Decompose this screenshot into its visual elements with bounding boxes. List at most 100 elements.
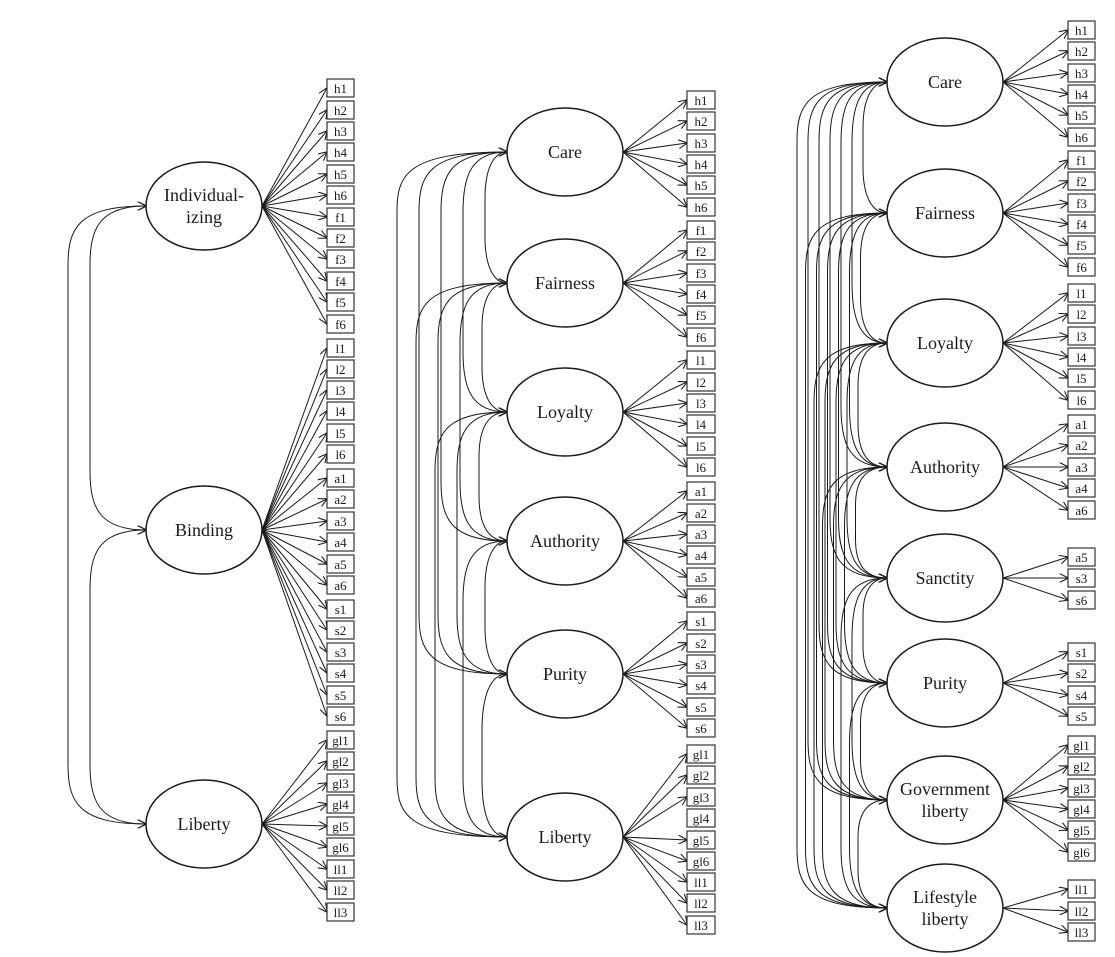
indicator-gl3: gl3 <box>622 787 716 838</box>
indicator-box <box>1067 235 1096 255</box>
indicator-box <box>686 872 716 892</box>
loading-arrow-loyalty-l6 <box>622 411 687 467</box>
indicator-box <box>326 121 355 141</box>
indicator-box <box>326 338 355 358</box>
covariance-care-fairness <box>484 152 507 283</box>
covariance-loyalty-purity <box>835 343 887 683</box>
indicator-box <box>1067 706 1096 726</box>
indicator-box <box>1067 500 1096 520</box>
indicator-s2: s2 <box>261 529 355 640</box>
indicator-label: l2 <box>335 362 345 377</box>
loading-arrow-purity-s2 <box>1002 673 1068 684</box>
indicator-a1: a1 <box>622 481 716 542</box>
latent-label: Sanctity <box>916 568 975 588</box>
indicator-h2: h2 <box>261 100 355 207</box>
indicator-label: s2 <box>1076 666 1088 681</box>
indicator-h3: h3 <box>1002 63 1096 83</box>
indicator-label: f6 <box>1076 260 1087 275</box>
indicator-l2: l2 <box>1002 304 1096 344</box>
loading-arrow-binding-l3 <box>261 390 327 531</box>
loading-arrow-individualizing-h4 <box>261 152 327 207</box>
indicator-h3: h3 <box>261 121 355 207</box>
loading-arrow-fairness-f3 <box>622 273 687 284</box>
indicator-box <box>326 773 355 793</box>
indicator-box <box>686 588 716 608</box>
indicator-label: h4 <box>334 145 348 160</box>
indicator-f6: f6 <box>1002 212 1096 277</box>
indicator-box <box>686 697 716 717</box>
indicator-box <box>1067 150 1096 170</box>
latent-label: Liberty <box>178 814 231 834</box>
indicator-label: h5 <box>1075 108 1088 123</box>
loading-arrow-purity-s2 <box>622 643 687 675</box>
indicator-l6: l6 <box>622 411 716 477</box>
indicator-box <box>686 633 716 653</box>
covariance-sanctity-purity <box>862 578 887 683</box>
covariance-care-loyalty <box>851 82 887 343</box>
latent-label: Loyalty <box>917 333 973 353</box>
latent-liberty: Liberty <box>506 792 624 882</box>
indicator-gl1: gl1 <box>1002 735 1096 801</box>
loading-arrow-individualizing-h6 <box>261 195 327 207</box>
loading-arrow-loyalty-l5 <box>622 411 687 446</box>
indicator-label: gl6 <box>332 840 349 855</box>
indicator-label: f5 <box>696 308 707 323</box>
indicator-label: gl1 <box>332 733 349 748</box>
indicator-l3: l3 <box>1002 326 1096 346</box>
indicator-ll1: ll1 <box>622 836 716 892</box>
indicator-box <box>326 902 355 922</box>
covariance-fairness-sanctity <box>838 213 888 578</box>
latent-label: Individual- <box>164 185 244 205</box>
indicator-label: gl6 <box>1073 845 1090 860</box>
indicator-s1: s1 <box>622 611 716 675</box>
loading-arrow-binding-a1 <box>261 478 327 531</box>
latent-label: liberty <box>922 801 969 821</box>
indicator-f5: f5 <box>1002 212 1096 255</box>
loading-arrow-loyalty-l1 <box>622 360 687 413</box>
loading-arrow-government-liberty-gl4 <box>1002 799 1068 809</box>
loading-arrow-binding-l2 <box>261 369 327 531</box>
covariance-fairness-authority <box>849 213 888 467</box>
indicator-label: s3 <box>695 657 707 672</box>
indicator-label: s6 <box>335 709 347 724</box>
loading-arrow-sanctity-a5 <box>1002 557 1068 579</box>
indicator-label: f1 <box>1076 153 1087 168</box>
indicator-gl2: gl2 <box>622 765 716 838</box>
indicator-box <box>686 567 716 587</box>
covariance-fairness-loyalty <box>481 283 507 412</box>
indicator-box <box>1067 879 1096 899</box>
loading-arrow-fairness-f5 <box>1002 212 1068 245</box>
covariance-authority-lifestyle-liberty <box>822 467 888 908</box>
indicator-h4: h4 <box>1002 81 1096 104</box>
indicator-label: gl3 <box>1073 781 1090 796</box>
indicator-box <box>326 228 355 248</box>
indicator-label: a5 <box>334 557 346 572</box>
loading-arrow-individualizing-f5 <box>261 205 327 302</box>
indicator-label: gl5 <box>693 833 710 848</box>
model-eight-factor: Careh1h2h3h4h5h6Fairnessf1f2f3f4f5f6Loya… <box>796 20 1096 953</box>
indicator-box <box>1067 368 1096 388</box>
indicator-box <box>686 154 716 174</box>
loading-arrow-liberty-gl6 <box>261 823 327 847</box>
indicator-label: f2 <box>1076 174 1087 189</box>
indicator-f3: f3 <box>261 205 355 269</box>
loading-arrow-authority-a2 <box>622 513 687 542</box>
loading-arrow-individualizing-h2 <box>261 110 327 207</box>
indicator-label: s6 <box>1076 593 1088 608</box>
indicator-box <box>686 503 716 523</box>
covariance-individualizing-liberty <box>67 206 146 824</box>
indicator-label: s1 <box>1076 645 1088 660</box>
indicator-box <box>326 794 355 814</box>
indicator-label: ll2 <box>334 883 348 898</box>
indicator-gl5: gl5 <box>261 816 355 836</box>
loading-arrow-care-h3 <box>1002 73 1068 83</box>
indicator-box <box>686 457 716 477</box>
covariance-purity-lifestyle-liberty <box>849 683 888 908</box>
indicator-label: a3 <box>334 514 346 529</box>
loading-arrow-individualizing-f1 <box>261 205 327 217</box>
indicator-label: s4 <box>335 666 347 681</box>
loading-arrow-loyalty-l3 <box>1002 336 1068 344</box>
indicator-box <box>686 718 716 738</box>
indicator-a1: a1 <box>261 468 355 531</box>
